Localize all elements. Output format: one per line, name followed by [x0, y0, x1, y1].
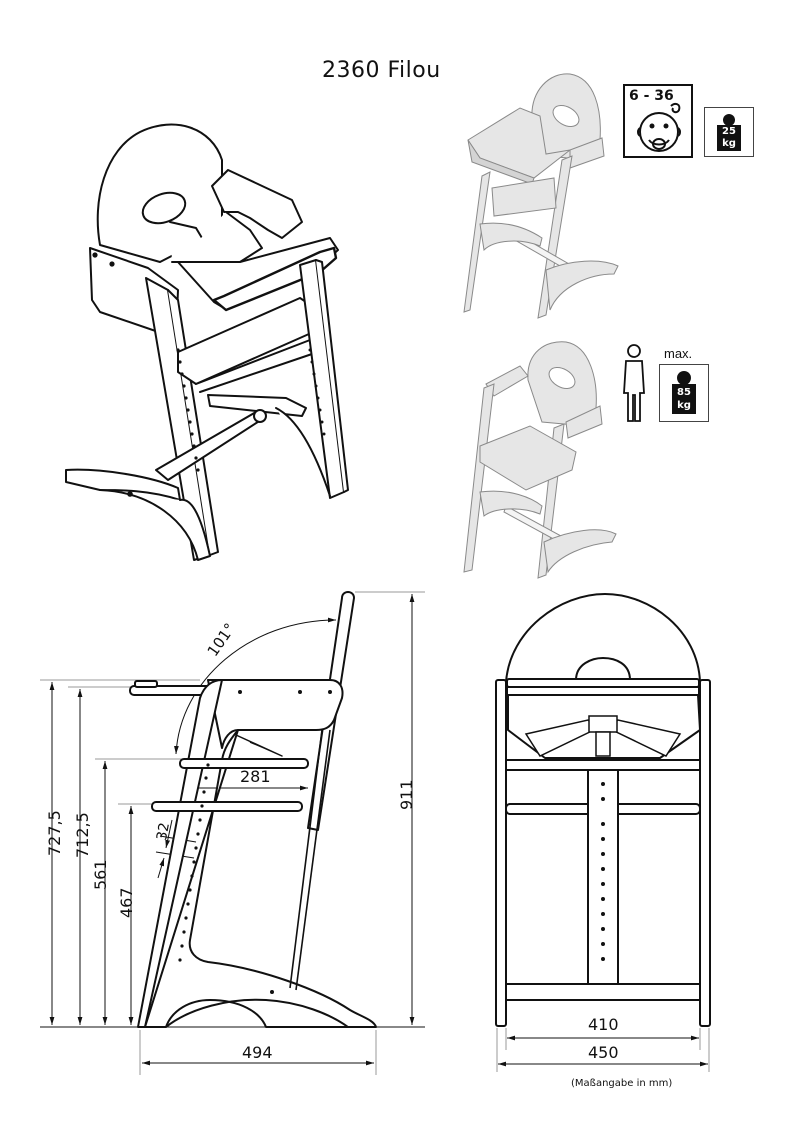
baby-face-icon: [637, 102, 681, 152]
weight-icon: [717, 114, 741, 151]
dim-base-length: 494: [242, 1043, 273, 1062]
page-title: 2360 Filou: [322, 58, 441, 83]
dim-seat-height: 561: [91, 859, 110, 890]
dim-total-height-seat: 727,5: [45, 810, 64, 856]
render-highchair-baby: [463, 73, 619, 319]
dim-inner-width: 410: [588, 1015, 619, 1034]
side-view-drawing: 101° 281 32 727,5 712,5 561 467 911 494: [40, 591, 425, 1075]
front-view-drawing: 410 450: [495, 593, 711, 1072]
dim-footrest-height: 467: [117, 887, 136, 918]
weight-icon: [672, 371, 696, 414]
units-note: (Maßangabe in mm): [571, 1078, 673, 1089]
age-range-label: 6 - 36: [629, 88, 674, 104]
adjustment-holes: [176, 348, 326, 472]
person-icon: [623, 344, 645, 422]
max-label: max.: [664, 346, 693, 361]
weight-unit: kg: [677, 400, 691, 411]
dim-seat-depth: 281: [240, 767, 271, 786]
weight-limit-adult-badge: 85 kg: [659, 364, 709, 422]
dim-overall-height: 911: [397, 779, 416, 810]
weight-unit: kg: [722, 138, 736, 149]
weight-limit-child-badge: 25 kg: [704, 107, 754, 157]
weight-value: 85: [677, 387, 691, 398]
dim-tray-height: 712,5: [73, 812, 92, 858]
dim-outer-width: 450: [588, 1043, 619, 1062]
age-range-badge: 6 - 36: [623, 84, 693, 158]
weight-value: 25: [722, 126, 736, 137]
render-chair-adult: [463, 341, 617, 579]
dim-angle: 101°: [204, 620, 239, 660]
dim-hole-spacing: 32: [154, 821, 173, 841]
